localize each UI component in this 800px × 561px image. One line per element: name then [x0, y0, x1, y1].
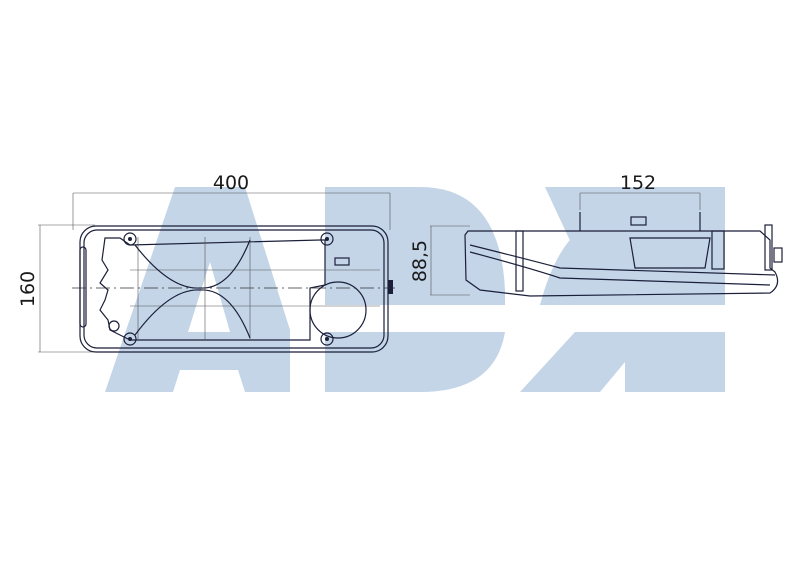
front-view: 400 160: [17, 172, 395, 353]
height-dimension-label: 160: [17, 271, 39, 307]
screw-icons: [123, 232, 334, 346]
thickness-dimension-label: 88,5: [409, 240, 431, 282]
depth-dimension-label: 152: [620, 172, 656, 194]
side-view: 152 88,5: [409, 172, 783, 297]
width-dimension-label: 400: [213, 172, 249, 194]
watermark-logo: [105, 187, 725, 392]
